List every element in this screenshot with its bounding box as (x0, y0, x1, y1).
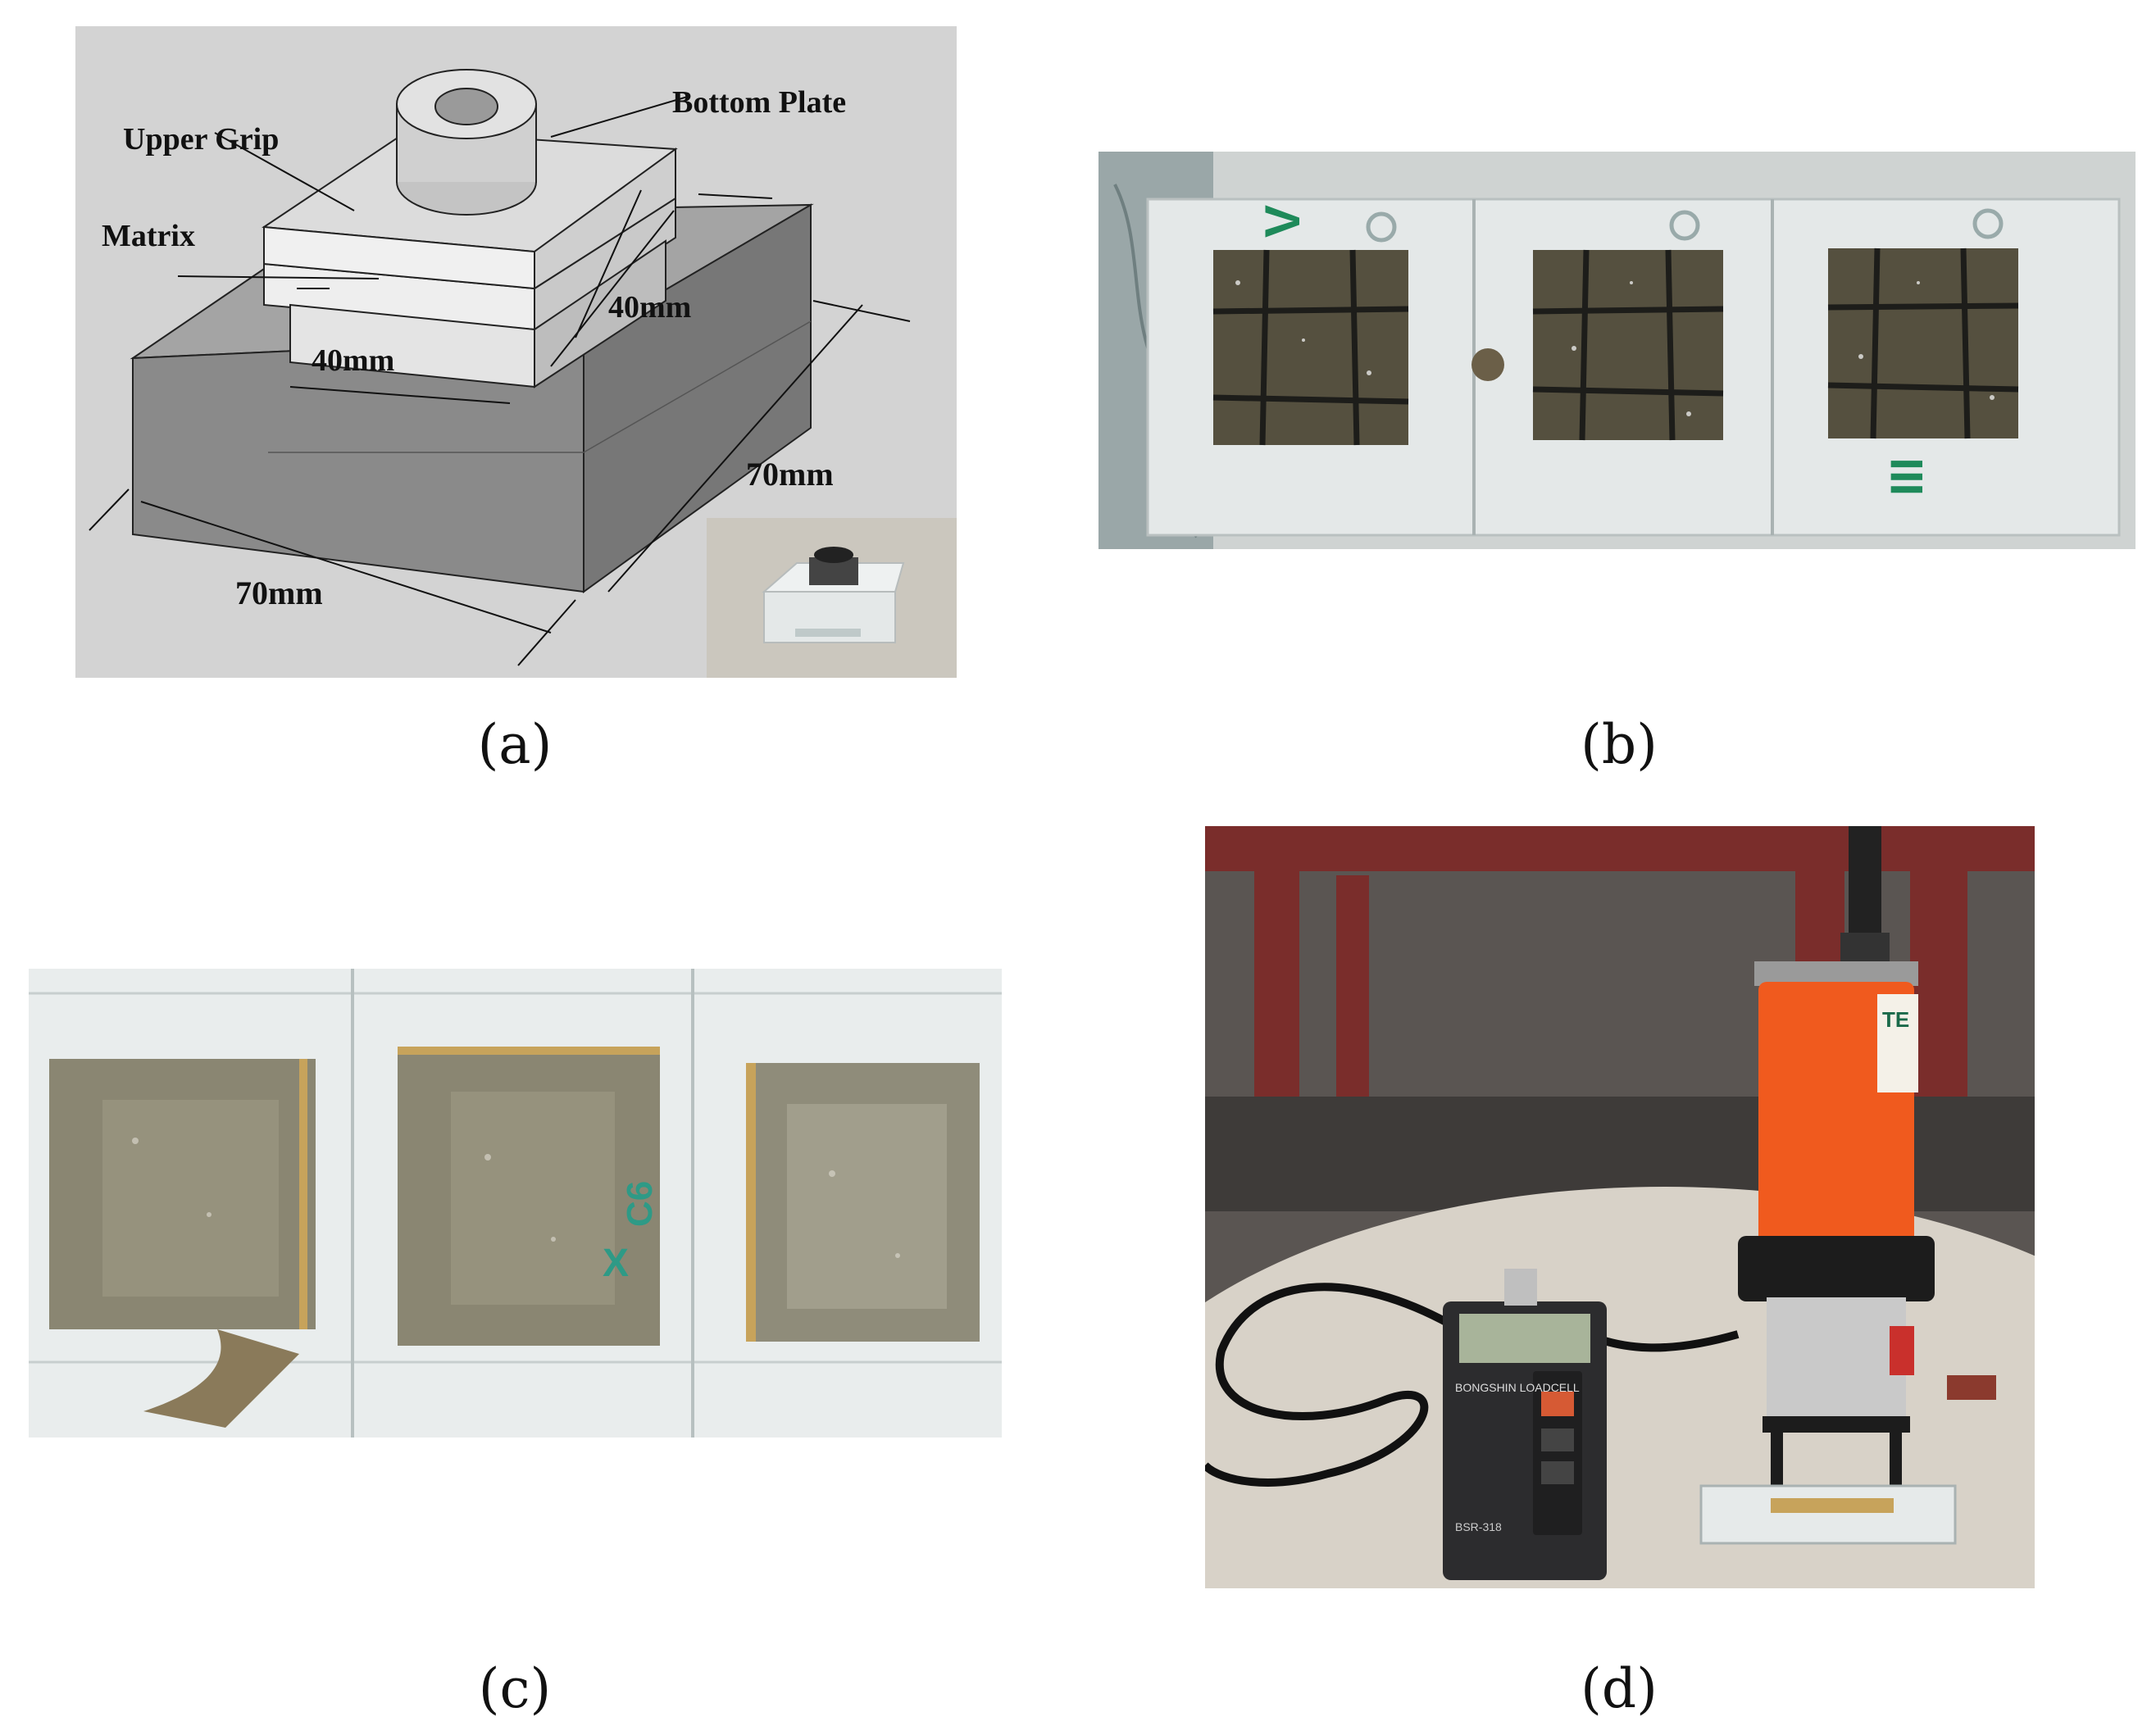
mesh-specimen-1: V (1212, 205, 1409, 446)
inset-specimen-photo (707, 518, 957, 678)
pullout-test-setup-illustration: BONGSHIN LOADCELL BSR-318 TE (1205, 826, 2035, 1588)
mark-x: X (603, 1242, 629, 1285)
panel-b-photo: V III (1098, 152, 2136, 549)
bottom-plate-right-face (583, 203, 812, 593)
panel-a-schematic: Upper Grip Bottom Plate Matrix 40mm 40mm… (75, 26, 957, 678)
specimen-diagram: Upper Grip Bottom Plate Matrix 40mm 40mm… (75, 26, 957, 678)
cast-specimen-1 (49, 1059, 316, 1428)
load-cell-meter: BONGSHIN LOADCELL BSR-318 (1443, 1269, 1607, 1580)
panel-d-photo: BONGSHIN LOADCELL BSR-318 TE (1205, 826, 2035, 1588)
caption-a: (a) (477, 713, 553, 776)
label-upper-grip: Upper Grip (123, 122, 279, 157)
mesh-specimens-illustration: V III (1098, 152, 2136, 549)
mark-iii: III (1881, 457, 1932, 496)
caption-b: (b) (1581, 713, 1658, 776)
mesh-specimen-3: III (1827, 208, 2019, 496)
meter-model-text: BSR-318 (1455, 1520, 1502, 1533)
jack-cylinder (1758, 982, 1914, 1252)
cast-specimens-illustration: C6 X (29, 969, 1002, 1438)
label-40mm-front: 40mm (312, 343, 394, 378)
specimen-on-plate (1699, 1484, 1957, 1545)
caption-d: (d) (1581, 1657, 1658, 1720)
mark-c6: C6 (620, 1181, 660, 1227)
label-bottom-plate: Bottom Plate (672, 85, 846, 120)
hydraulic-jack: TE (1738, 826, 1935, 1498)
upper-grip-right-face (534, 148, 676, 290)
load-cell (1767, 1297, 1906, 1420)
cast-specimen-2: C6 X (398, 1047, 660, 1346)
cast-specimen-3 (746, 1063, 980, 1342)
mesh-specimen-2 (1471, 210, 1724, 441)
panel-c-photo: C6 X (29, 969, 1002, 1438)
label-matrix: Matrix (102, 219, 195, 253)
label-70mm-right: 70mm (746, 456, 834, 493)
caption-c: (c) (478, 1657, 552, 1720)
grip-cylinder-hole (434, 88, 498, 125)
sensor-cable (1205, 1283, 1470, 1487)
matrix-lower-right (534, 239, 666, 388)
jack-tag-text: TE (1882, 1007, 1909, 1032)
mark-v: V (1255, 205, 1310, 238)
meter-brand-text: BONGSHIN LOADCELL (1455, 1381, 1580, 1394)
dimension-lines (89, 95, 911, 666)
label-40mm-right: 40mm (608, 290, 691, 325)
label-70mm-front: 70mm (235, 575, 323, 611)
